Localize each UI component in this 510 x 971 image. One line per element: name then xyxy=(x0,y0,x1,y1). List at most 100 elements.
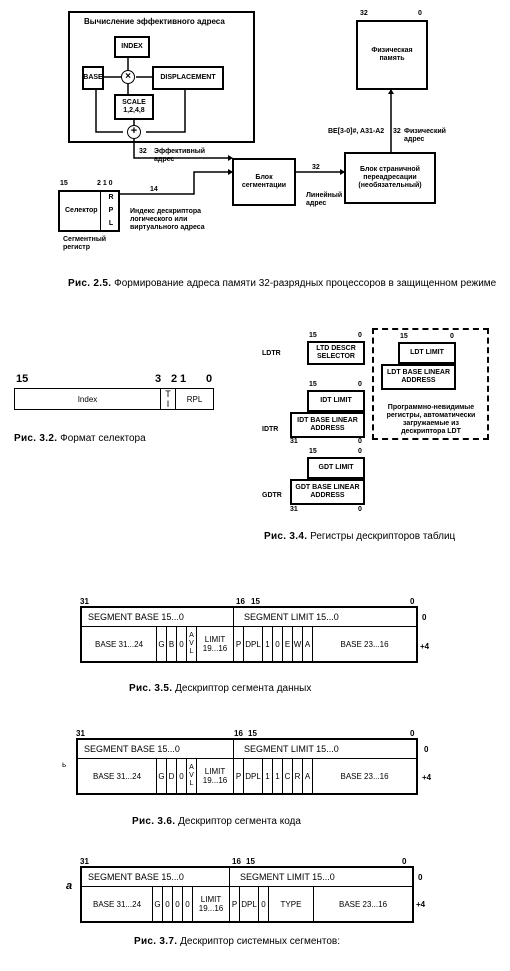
d36-limit-19-16: LIMIT 19...16 xyxy=(196,758,234,795)
d36-one: 1 xyxy=(262,758,273,795)
d35-e: E xyxy=(282,626,293,663)
d36-r: R xyxy=(292,758,303,795)
ldt-limit-bit-0: 0 xyxy=(450,333,454,340)
selector-label: Селектор xyxy=(65,206,98,214)
d37-offset-0: 0 xyxy=(418,873,423,882)
d35-w: W xyxy=(292,626,303,663)
selector-format: Index T I RPL xyxy=(14,388,214,410)
ldtr-selector: LTD DESCR SELECTOR xyxy=(307,341,365,365)
code-segment-descriptor: SEGMENT BASE 15...0 SEGMENT LIMIT 15...0… xyxy=(76,738,418,795)
d35-one: 1 xyxy=(262,626,273,663)
base-box: BASE xyxy=(82,66,104,90)
physical-address-width: 32 xyxy=(393,128,401,135)
idt-base-bit-0: 0 xyxy=(358,438,362,445)
d35-zero: 0 xyxy=(176,626,187,663)
d36-zero: 0 xyxy=(176,758,187,795)
fig32-caption: Рис. 3.2. Формат селектора xyxy=(14,433,146,444)
d36-offset-0: 0 xyxy=(424,745,429,754)
fig25-caption-number: Рис. 2.5. xyxy=(68,278,112,289)
d35-bit-0: 0 xyxy=(410,597,415,606)
d35-base-31-24: BASE 31...24 xyxy=(80,626,157,663)
sel-ti-t: T xyxy=(165,389,171,399)
d37-side-mark: а xyxy=(66,880,73,892)
fig36-caption: Рис. 3.6. Дескриптор сегмента кода xyxy=(132,816,301,827)
d37-bit-16: 16 xyxy=(232,857,241,866)
fig34-caption: Рис. 3.4. Регистры дескрипторов таблиц xyxy=(264,531,455,542)
sel-bit-1: 1 xyxy=(180,373,187,385)
d37-base-23-16: BASE 23...16 xyxy=(313,886,414,923)
idt-limit-bit-15: 15 xyxy=(309,381,317,388)
fig35-caption: Рис. 3.5. Дескриптор сегмента данных xyxy=(129,683,311,694)
gdt-base: GDT BASE LINEAR ADDRESS xyxy=(290,479,365,505)
gdt-base-bit-0: 0 xyxy=(358,506,362,513)
d36-bit-15: 15 xyxy=(248,729,257,738)
fig34-caption-number: Рис. 3.4. xyxy=(264,531,308,542)
d36-dpl: DPL xyxy=(243,758,263,795)
effective-address-width: 32 xyxy=(139,148,147,155)
d35-segment-base: SEGMENT BASE 15...0 xyxy=(80,606,234,627)
rpl-r: R xyxy=(108,194,114,202)
idt-limit-bit-0: 0 xyxy=(358,381,362,388)
d35-base-23-16: BASE 23...16 xyxy=(312,626,418,663)
d37-p: P xyxy=(229,886,240,923)
d36-a: A xyxy=(302,758,313,795)
idt-limit: IDT LIMIT xyxy=(307,390,365,412)
fig37-caption: Рис. 3.7. Дескриптор системных сегментов… xyxy=(134,936,340,947)
d35-offset-0: 0 xyxy=(422,613,427,622)
d35-zero2: 0 xyxy=(272,626,283,663)
d35-avl: A V L xyxy=(186,626,197,663)
d35-p: P xyxy=(233,626,244,663)
d37-g: G xyxy=(152,886,163,923)
index-width: 14 xyxy=(150,186,158,193)
fig35-caption-number: Рис. 3.5. xyxy=(129,683,173,694)
ldt-base: LDT BASE LINEAR ADDRESS xyxy=(381,364,456,390)
scale-values: 1,2,4,8 xyxy=(123,107,145,114)
sel-bit-2: 2 xyxy=(171,373,178,385)
d35-g: G xyxy=(156,626,167,663)
d36-bit-0: 0 xyxy=(410,729,415,738)
d37-dpl: DPL xyxy=(239,886,259,923)
idt-base-bit-31: 31 xyxy=(290,438,298,445)
d35-bit-31: 31 xyxy=(80,597,89,606)
d36-bit-31: 31 xyxy=(76,729,85,738)
d35-segment-limit: SEGMENT LIMIT 15...0 xyxy=(233,606,418,627)
physical-memory: Физическая память xyxy=(356,20,428,90)
d36-offset-4: +4 xyxy=(422,773,432,782)
d36-base-31-24: BASE 31...24 xyxy=(76,758,157,795)
displacement-box: DISPLACEMENT xyxy=(152,66,224,90)
sel-bit-3: 3 xyxy=(155,373,162,385)
idtr-label: IDTR xyxy=(262,426,279,433)
d35-a: A xyxy=(302,626,313,663)
selector-bits-210: 2 1 0 xyxy=(97,180,113,187)
d37-limit-19-16: LIMIT 19...16 xyxy=(192,886,230,923)
index-box: INDEX xyxy=(114,36,150,58)
invisible-registers-note: Программно-невидимые регистры, автоматич… xyxy=(386,404,476,436)
selector-register: Селектор R P L xyxy=(58,190,120,232)
d37-bit-15: 15 xyxy=(246,857,255,866)
descriptor-index-label: Индекс дескриптора логического или вирту… xyxy=(130,208,205,232)
rpl-l: L xyxy=(108,219,114,227)
ldt-limit-bit-15: 15 xyxy=(400,333,408,340)
sel-rpl-field: RPL xyxy=(175,388,214,410)
d37-segment-base: SEGMENT BASE 15...0 xyxy=(80,866,230,887)
ldtr-bit-0: 0 xyxy=(358,332,362,339)
d37-zero-4: 0 xyxy=(258,886,269,923)
fig36-caption-number: Рис. 3.6. xyxy=(132,816,176,827)
paging-block: Блок страничной переадресации (необязате… xyxy=(344,152,436,204)
d35-bit-15: 15 xyxy=(251,597,260,606)
fig32-caption-text: Формат селектора xyxy=(60,433,146,444)
d35-dpl: DPL xyxy=(243,626,263,663)
linear-address-label: Линейный адрес xyxy=(306,192,343,208)
d36-side-mark: ь xyxy=(62,760,67,769)
d36-bit-16: 16 xyxy=(234,729,243,738)
sel-ti-i: I xyxy=(166,399,170,409)
multiply-node: × xyxy=(121,70,135,84)
adder-node: + xyxy=(127,125,141,139)
rpl-field: R P L xyxy=(100,192,121,230)
d36-base-23-16: BASE 23...16 xyxy=(312,758,418,795)
system-segment-descriptor: SEGMENT BASE 15...0 SEGMENT LIMIT 15...0… xyxy=(80,866,414,923)
d37-segment-limit: SEGMENT LIMIT 15...0 xyxy=(229,866,414,887)
physical-address-label: Физический адрес xyxy=(404,128,446,144)
d37-type: TYPE xyxy=(268,886,314,923)
scale-label: SCALE xyxy=(122,98,146,106)
